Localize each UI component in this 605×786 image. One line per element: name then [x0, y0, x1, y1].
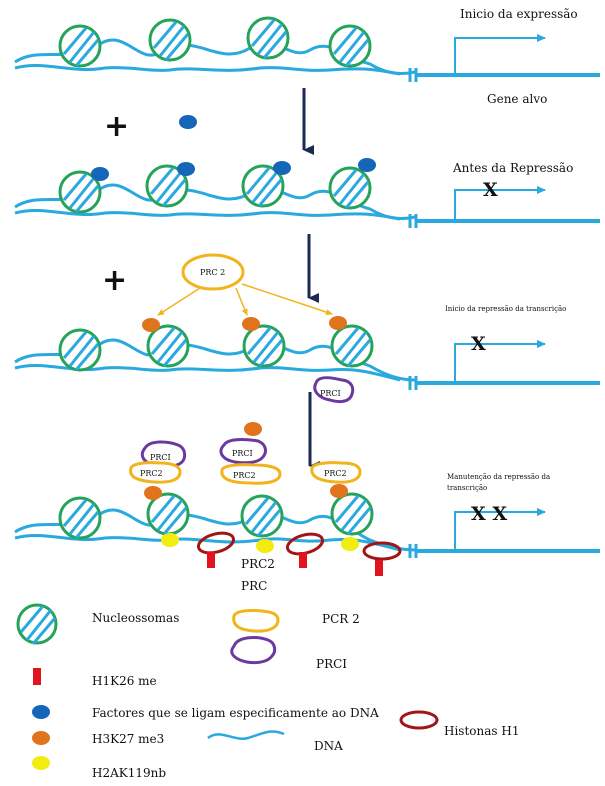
legend-h3k27-icon — [32, 731, 50, 745]
nucleosome — [242, 324, 286, 368]
dna-binding-factor — [177, 162, 195, 176]
below-label-prc2: PRC2 — [241, 557, 275, 571]
prc2-complex-label: PRC2 — [324, 469, 347, 478]
row-1: Inicio da expressão Gene alvo — [14, 7, 600, 106]
nucleosome — [241, 164, 285, 208]
legend-h2ak-label: H2AK119nb — [92, 766, 166, 780]
nucleosome — [58, 170, 102, 214]
histone-h1 — [196, 531, 236, 555]
row-1-title: Inicio da expressão — [460, 7, 578, 21]
h1k26-mark — [207, 552, 215, 568]
nucleosome — [330, 492, 374, 536]
nucleosome — [145, 164, 189, 208]
h3k27me3-mark — [142, 318, 160, 332]
dna-strand — [14, 64, 401, 76]
dna-strand — [14, 209, 401, 221]
legend-h1k26-label: H1K26 me — [92, 674, 157, 688]
prc1-complex-label: PRCI — [150, 453, 171, 462]
h2ak119-mark — [256, 539, 274, 553]
row-3: Inicio da repressão da transcrição X PRC… — [14, 305, 600, 404]
gene-label: Gene alvo — [487, 92, 547, 106]
nucleosome — [148, 18, 192, 62]
dna-strand — [14, 534, 401, 552]
legend-factor-icon — [32, 705, 50, 719]
h1k26-mark — [299, 552, 307, 568]
legend-histone-h1-icon — [399, 710, 439, 730]
h2ak119-mark — [341, 537, 359, 551]
prc2-complex-label: PRC 2 — [200, 268, 225, 277]
gene-promoter — [408, 34, 600, 82]
row-2: Antes da Repressão X — [14, 158, 600, 228]
legend-dna-label: DNA — [314, 739, 343, 753]
prc2-complex — [129, 461, 182, 484]
prc1-complex-label: PRCI — [232, 449, 253, 458]
h3k27me3-mark — [242, 317, 260, 331]
row-4-title-line2: transcrição — [447, 484, 487, 492]
legend-prc2-icon — [232, 609, 280, 633]
legend-nucleosome-icon — [16, 603, 58, 645]
recruit-arrow — [241, 283, 333, 315]
prc2-complex — [220, 463, 282, 485]
plus-sign: + — [104, 109, 129, 144]
prc1-complex — [313, 376, 355, 404]
legend-pcr2-label: PCR 2 — [322, 612, 360, 626]
prc2-complex-label: PRC2 — [140, 469, 163, 478]
nucleosome — [58, 496, 102, 540]
dna-strand — [14, 364, 401, 382]
legend-h1k26-icon — [33, 668, 41, 685]
legend-histone-h1-label: Histonas H1 — [444, 724, 519, 738]
legend-prc1-label: PRCI — [316, 657, 347, 671]
nucleosome — [240, 494, 284, 538]
legend-factor-label: Factores que se ligam especificamente ao… — [92, 706, 379, 720]
legend-prc1-icon — [230, 636, 277, 665]
below-label-prc: PRC — [241, 579, 267, 593]
row-3-title: Inicio da repressão da transcrição — [445, 305, 566, 313]
histone-h1 — [362, 541, 402, 561]
prc2-complex — [310, 461, 362, 484]
nucleosome — [246, 16, 290, 60]
legend-dna-icon — [207, 730, 285, 740]
dna-binding-factor — [358, 158, 376, 172]
legend-h3k27-label: H3K27 me3 — [92, 732, 164, 746]
prc1-complex-label: PRCI — [320, 389, 341, 398]
gene-promoter — [408, 340, 600, 390]
row-2-title: Antes da Repressão — [452, 161, 573, 175]
prc1-complex — [219, 438, 267, 465]
plus-sign: + — [102, 263, 127, 298]
prc2-complex — [181, 253, 245, 291]
repression-mark: X X — [471, 503, 507, 525]
histone-h1 — [285, 532, 325, 556]
nucleosome — [146, 492, 190, 536]
row-4-title: Manutenção da repressão da — [447, 473, 550, 481]
gene-promoter — [408, 508, 600, 558]
h3k27me3-mark — [329, 316, 347, 330]
dna-binding-factor — [179, 115, 197, 129]
nucleosome — [146, 324, 190, 368]
nucleosome — [58, 24, 102, 68]
dna-binding-factor — [91, 167, 109, 181]
nucleosome — [58, 328, 102, 372]
nucleosome — [328, 24, 372, 68]
repression-mark: X — [471, 333, 486, 355]
nucleosome — [330, 324, 374, 368]
row-4: PRCI PRC2 PRCI PRC2 PRC2 Manutenção d — [14, 422, 600, 593]
nucleosome — [328, 166, 372, 210]
h3k27me3-mark — [144, 486, 162, 500]
legend-h2ak-icon — [32, 756, 50, 770]
h1k26-mark — [375, 560, 383, 576]
h3k27me3-mark — [330, 484, 348, 498]
recruit-arrow — [235, 287, 248, 316]
legend: Nucleossomas PCR 2 PRCI H1K26 me Factore… — [16, 603, 519, 780]
h3k27me3-mark — [244, 422, 262, 436]
repression-mark: X — [483, 179, 498, 201]
prc2-complex-label: PRC2 — [233, 471, 256, 480]
gene-promoter — [408, 186, 600, 228]
h2ak119-mark — [161, 533, 179, 547]
dna-binding-factor — [273, 161, 291, 175]
prc1-complex — [140, 440, 187, 468]
recruit-arrow — [157, 287, 201, 316]
legend-nucleosome-label: Nucleossomas — [92, 611, 179, 625]
